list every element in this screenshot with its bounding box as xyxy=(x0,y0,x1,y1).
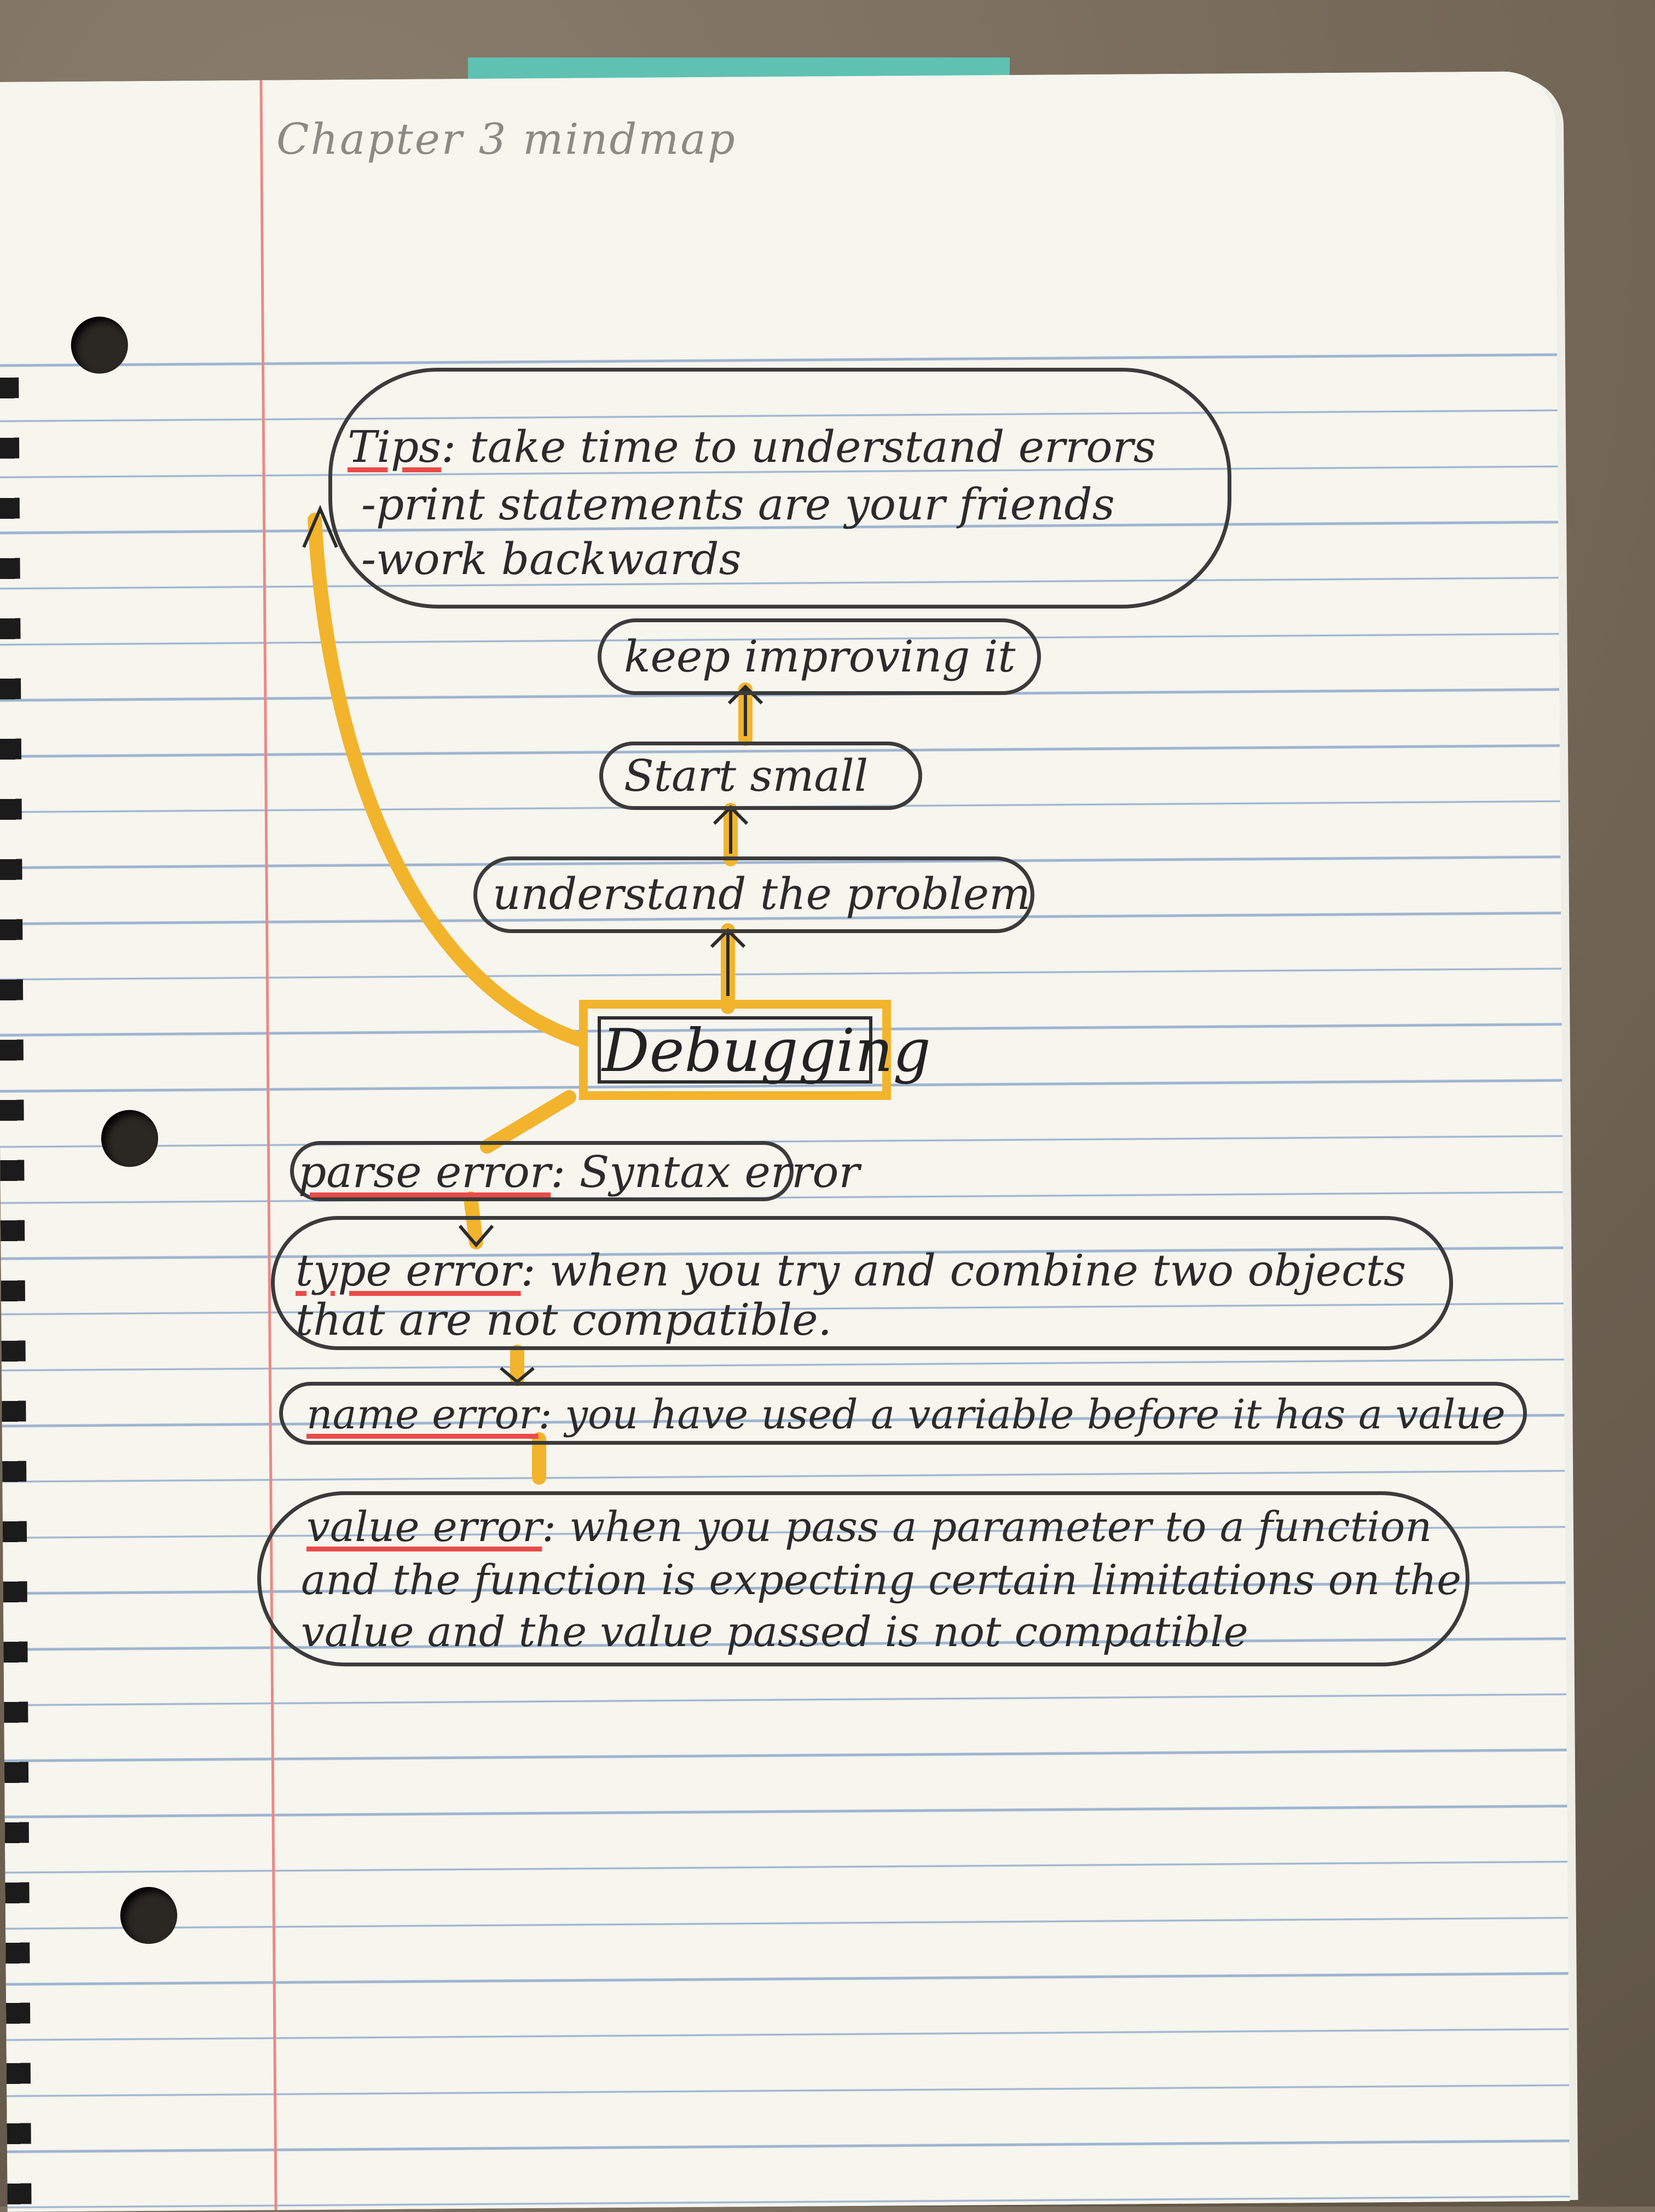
parse-error-line: parse error: Syntax error xyxy=(298,1146,860,1197)
step1-text: understand the problem xyxy=(493,868,1031,919)
value-error-desc-3: value and the value passed is not compat… xyxy=(301,1607,1248,1656)
center-topic: Debugging xyxy=(602,1017,931,1085)
name-error-bubble xyxy=(279,1382,1527,1445)
type-error-bubble xyxy=(271,1216,1453,1350)
arrow-center-to-tips xyxy=(308,513,587,1047)
arrow-parse-to-type xyxy=(464,1191,483,1249)
arrow-center-to-parse xyxy=(480,1090,576,1154)
value-error-line-1: value error: when you pass a parameter t… xyxy=(306,1502,1432,1551)
parse-error-term: parse error xyxy=(298,1146,551,1197)
step3-bubble xyxy=(598,618,1041,695)
type-error-line-1: type error: when you try and combine two… xyxy=(296,1245,1407,1296)
parse-error-desc: Syntax error xyxy=(579,1146,860,1197)
value-error-desc-2: and the function is expecting certain li… xyxy=(301,1555,1462,1604)
name-error-term: name error xyxy=(306,1391,539,1438)
type-error-desc-2: that are not compatible. xyxy=(296,1294,832,1345)
tips-bubble xyxy=(328,368,1231,609)
arrow-head-step1 xyxy=(710,928,746,996)
step3-text: keep improving it xyxy=(624,631,1016,682)
arrow-head-step2 xyxy=(713,804,749,854)
name-error-line: name error: you have used a variable bef… xyxy=(306,1391,1506,1438)
value-error-term: value error xyxy=(306,1502,542,1551)
arrow-head-step3 xyxy=(727,684,763,736)
step2-text: Start small xyxy=(624,750,869,801)
page-title: Chapter 3 mindmap xyxy=(276,115,737,164)
tips-line-3: -work backwards xyxy=(361,534,742,584)
parse-error-bubble xyxy=(290,1141,794,1201)
arrow-head-type xyxy=(458,1225,494,1248)
tips-heading: Tips xyxy=(348,421,442,472)
type-error-desc-1: when you try and combine two objects xyxy=(549,1245,1407,1296)
name-error-desc: you have used a variable before it has a… xyxy=(565,1391,1506,1438)
type-error-term: type error xyxy=(296,1245,521,1296)
center-topic-box xyxy=(579,1000,891,1100)
tips-text-1: take time to understand errors xyxy=(470,421,1156,472)
tips-line-1: Tips: take time to understand errors xyxy=(348,421,1156,472)
step2-bubble xyxy=(599,742,922,810)
step1-bubble xyxy=(473,856,1034,933)
value-error-desc-1: when you pass a parameter to a function xyxy=(569,1502,1432,1551)
tips-line-2: -print statements are your friends xyxy=(361,479,1115,530)
value-error-bubble xyxy=(257,1491,1469,1666)
arrow-head-tips xyxy=(302,505,338,548)
